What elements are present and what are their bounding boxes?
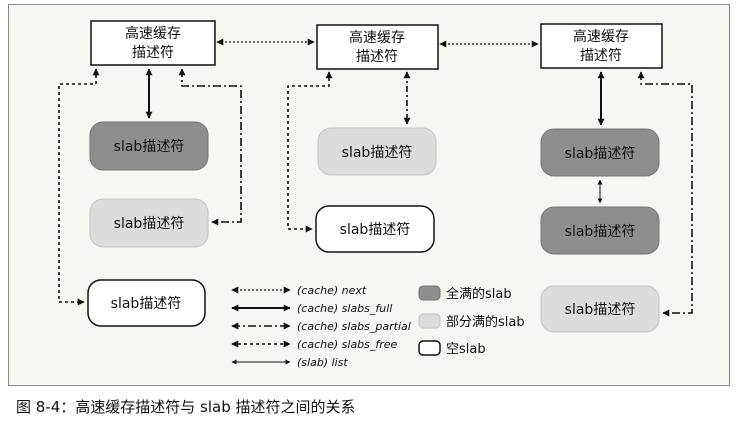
slab-label: slab描述符 [114,216,185,232]
legend-swatches: 全满的slab 部分满的slab 空slab [418,285,525,357]
legend-full-label: 全满的slab [446,286,512,302]
slab-label: slab描述符 [565,302,636,318]
slabs-free-link-2 [287,71,333,233]
slab-full-1: slab描述符 [89,121,209,171]
cache-descriptor-1-line1: 高速缓存 [125,25,181,42]
slabs-partial-link-3 [637,71,693,317]
legend-slabs-partial-label: (cache) slabs_partial [297,320,411,333]
cache-descriptor-1-line2: 描述符 [132,45,174,61]
legend-list-label: (slab) list [297,356,348,369]
legend-empty-swatch [418,340,441,356]
slabs-partial-link-1 [178,68,242,226]
cache-descriptor-2-line1: 高速缓存 [349,29,405,46]
cache-descriptor-3-line1: 高速缓存 [573,28,629,45]
slab-partial-2: slab描述符 [317,127,437,176]
slab-partial-3: slab描述符 [540,285,660,333]
cache-descriptor-1: 高速缓存 描述符 [90,20,216,66]
slab-full-3a: slab描述符 [540,128,660,177]
slab-label: slab描述符 [565,146,636,162]
legend-slabs-full-label: (cache) slabs_full [297,302,392,315]
legend-lines: (cache) next (cache) slabs_full (cache) … [231,284,411,369]
legend-empty-label: 空slab [446,342,486,357]
slab-label: slab描述符 [114,139,185,155]
cache-descriptor-2: 高速缓存 描述符 [316,24,439,70]
slabs-free-link-1 [58,68,100,306]
cache-descriptor-3-line2: 描述符 [580,48,622,64]
cache-descriptor-2-line2: 描述符 [356,49,398,65]
slab-empty-2: slab描述符 [315,205,435,253]
cache-descriptor-3: 高速缓存 描述符 [540,23,663,69]
legend-partial-swatch [418,313,441,329]
slab-empty-1: slab描述符 [87,279,206,327]
legend-slabs-free-label: (cache) slabs_free [297,338,398,351]
legend-full-swatch [418,285,441,301]
slab-partial-1: slab描述符 [89,198,209,248]
legend-next-label: (cache) next [297,284,367,297]
slab-label: slab描述符 [342,145,413,161]
legend-partial-label: 部分满的slab [446,314,525,330]
slab-full-3b: slab描述符 [540,206,660,255]
slab-relationship-diagram: 高速缓存 描述符 高速缓存 描述符 高速缓存 描述符 slab描述符 slab描… [58,20,693,369]
figure-caption: 图 8-4：高速缓存描述符与 slab 描述符之间的关系 [16,398,356,416]
slab-label: slab描述符 [340,222,411,238]
slab-label: slab描述符 [111,296,182,312]
slab-label: slab描述符 [565,224,636,240]
